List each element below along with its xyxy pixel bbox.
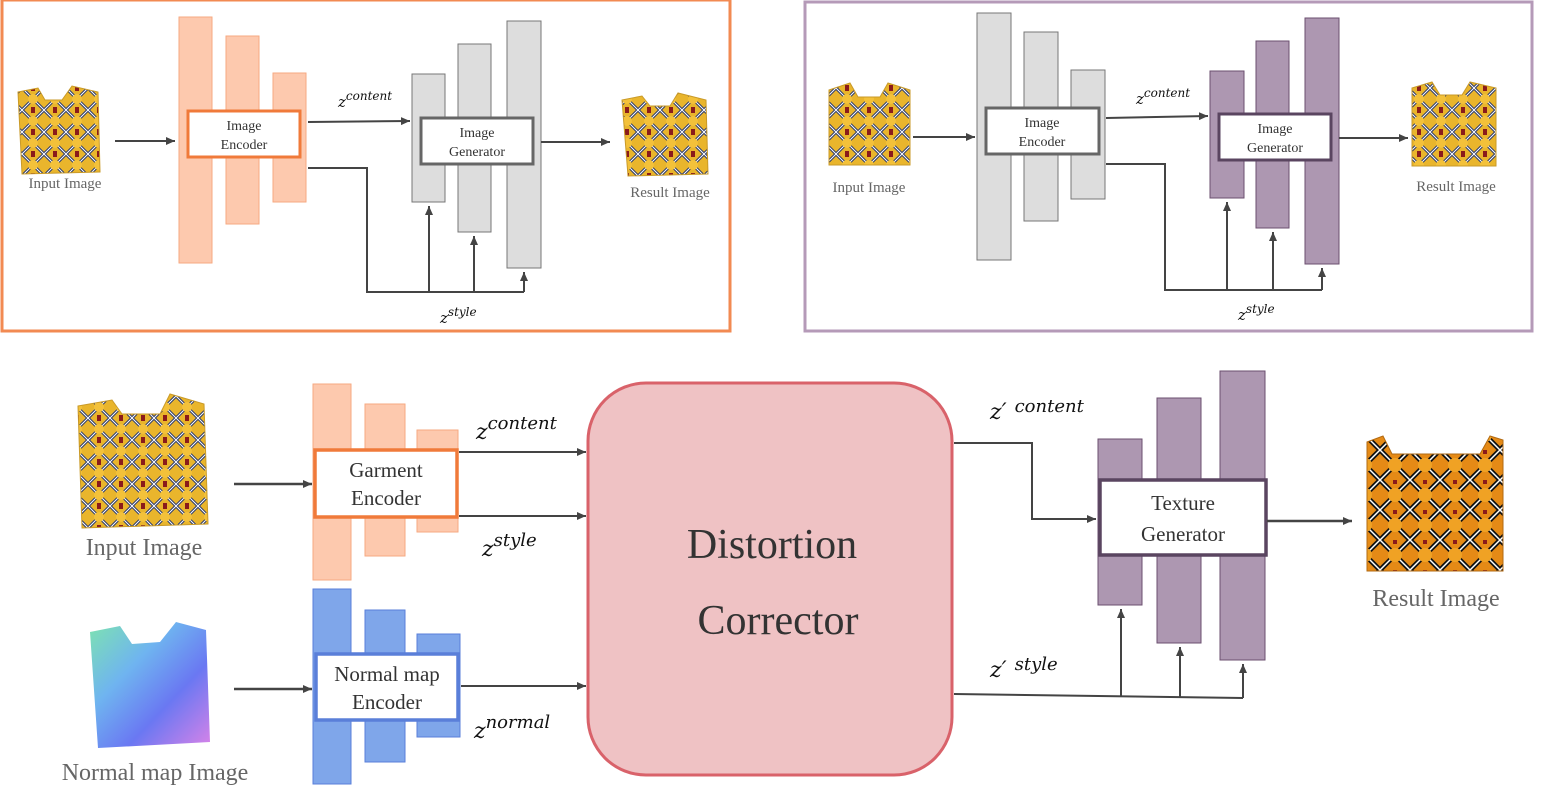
panel-c-zprime-style-path (953, 693, 1244, 699)
panel-b-image-generator (1217, 112, 1333, 162)
panel-a-style-path (308, 167, 524, 293)
panel-c-garment-encoder-line-2: Encoder (351, 486, 421, 510)
panel-c-zprime-content-arrow (954, 442, 1096, 523)
panel-c-input-garment (77, 393, 209, 529)
panel-b-z-style: zstyle (1237, 302, 1275, 324)
panel-a-result-caption: Result Image (630, 185, 710, 201)
panel-c-normal-caption: Normal map Image (62, 760, 249, 786)
panel-c-z-normal: znormal (473, 712, 550, 744)
panel-b-generator-line-2: Generator (1247, 141, 1303, 156)
panel-c-result-caption: Result Image (1372, 586, 1499, 612)
panel-c-normal-encoder-line-1: Normal map (334, 662, 440, 686)
panel-c-texture-generator (1098, 478, 1268, 557)
panel-a-encoder-line-1: Image (227, 119, 262, 134)
panel-c-normal-encoder-line-2: Encoder (352, 690, 422, 714)
panel-a-generator-line-1: Image (460, 126, 495, 141)
panel-b-encoder-line-2: Encoder (1019, 135, 1066, 150)
panel-a-z-content: zcontent (337, 89, 392, 111)
panel-c-normal-encoder (314, 652, 460, 722)
panel-b-input-garment (828, 82, 911, 166)
panel-a-z-style: zstyle (439, 305, 477, 327)
panel-b-image-encoder (984, 106, 1101, 156)
panel-c-zprime-style: z′style (989, 654, 1058, 683)
panel-b-content-arrow (1105, 112, 1209, 121)
panel-c-garment-encoder (313, 448, 459, 519)
panel-c-texture-generator-line-1: Texture (1151, 491, 1215, 515)
distortion-corrector (586, 381, 954, 777)
panel-a-generator-line-2: Generator (449, 145, 505, 160)
panel-b-style-path (1106, 163, 1322, 291)
panel-a-input-caption: Input Image (29, 176, 102, 192)
panel-a-image-encoder (186, 109, 302, 159)
panel-c-result-garment (1366, 435, 1504, 572)
panel-b-z-content: zcontent (1135, 86, 1190, 108)
panel-c-zprime-content: z′content (989, 396, 1085, 425)
panel-a-input-garment (17, 85, 101, 175)
panel-b-result-garment (1411, 81, 1497, 167)
distortion-corrector-line-2: Corrector (698, 598, 859, 644)
panel-b-encoder-line-1: Image (1025, 116, 1060, 131)
panel-c-z-style: zstyle (481, 530, 537, 562)
panel-a-result-garment (621, 92, 709, 177)
panel-a-content-arrow (307, 117, 411, 126)
panel-b-input-caption: Input Image (833, 180, 906, 196)
panel-b-result-caption: Result Image (1416, 179, 1496, 195)
panel-c-garment-encoder-line-1: Garment (349, 458, 423, 482)
panel-c-normal-map (90, 622, 210, 748)
panel-b-generator-line-1: Image (1258, 122, 1293, 137)
panel-c-z-content: zcontent (475, 413, 558, 445)
panel-b-frame (803, 0, 1534, 333)
distortion-corrector-line-1: Distortion (687, 522, 857, 568)
panel-c-texture-generator-line-2: Generator (1141, 522, 1225, 546)
panel-a-image-generator (419, 116, 535, 166)
panel-c-input-caption: Input Image (86, 535, 203, 561)
panel-a-encoder-line-2: Encoder (221, 138, 268, 153)
panel-a-frame (0, 0, 732, 333)
